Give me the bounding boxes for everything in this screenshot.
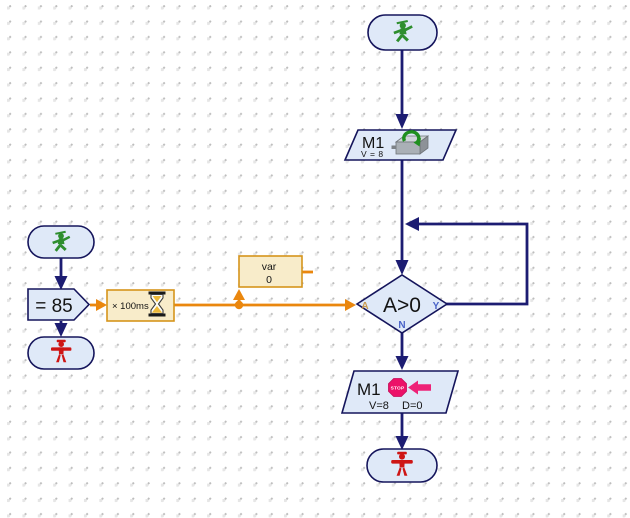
connector-substart-to-assign[interactable] [54,258,68,290]
arrowhead-right [345,299,356,311]
connector-start-to-motor[interactable] [395,50,409,129]
motor-icon [391,130,430,155]
node-start-main[interactable] [367,14,438,51]
green-walking-man-icon [393,20,413,43]
node-end-sub[interactable] [27,336,95,370]
node-end-main[interactable] [366,448,438,483]
connector-delay-to-branch[interactable] [174,299,356,311]
arrowhead-down [54,276,68,290]
variable-name: var [262,261,277,273]
stop-sign-icon: STOP [388,378,407,397]
arrowhead-up [233,289,245,300]
branch-no-label: N [398,320,405,331]
node-assign-command[interactable]: = 85 [27,288,91,321]
node-delay-element[interactable]: × 100ms [106,289,175,322]
motor-stop-direction: D=0 [402,400,423,412]
motor-stop-label: M1 [357,380,381,399]
connector-assign-to-subend[interactable] [54,321,68,337]
connector-branch-to-stop[interactable] [395,333,409,370]
connector-stop-to-end[interactable] [395,413,409,450]
arrowhead-down [395,114,409,129]
arrowhead-down [395,356,409,370]
connector-assign-to-delay[interactable] [90,299,107,311]
arrowhead-left [405,217,419,231]
motor-label: M1 [362,135,384,152]
branch-yes-label: Y [433,301,440,312]
arrowhead-down [54,323,68,337]
arrowhead-down [395,260,409,275]
connector-loop-yes[interactable] [405,217,529,306]
red-standing-man-icon [51,339,72,363]
variable-value: 0 [266,274,272,286]
node-branch-condition[interactable]: A>0 A Y N [355,274,449,334]
green-walking-man-icon [52,230,71,252]
node-variable-element[interactable]: var 0 [238,255,303,288]
node-motor-command[interactable]: M1 V = 8 [343,129,458,161]
assign-label: = 85 [35,296,73,317]
arrowhead-right [96,299,107,311]
connector-motor-to-branch[interactable] [395,160,409,275]
node-start-sub[interactable] [27,225,95,259]
hourglass-icon [148,291,166,317]
delay-label: × 100ms [112,301,149,312]
stop-sign-text: STOP [391,385,405,391]
stop-arrow-icon [408,380,431,395]
red-standing-man-icon [391,451,413,476]
branch-input-label: A [361,301,368,312]
branch-expression: A>0 [383,294,421,317]
arrowhead-down [395,436,409,450]
motor-stop-speed: V=8 [369,400,389,412]
connector-junction-to-variable[interactable] [233,289,245,305]
motor-value: V = 8 [361,149,384,159]
node-motor-stop-command[interactable]: M1 STOP V=8 D=0 [340,370,460,414]
